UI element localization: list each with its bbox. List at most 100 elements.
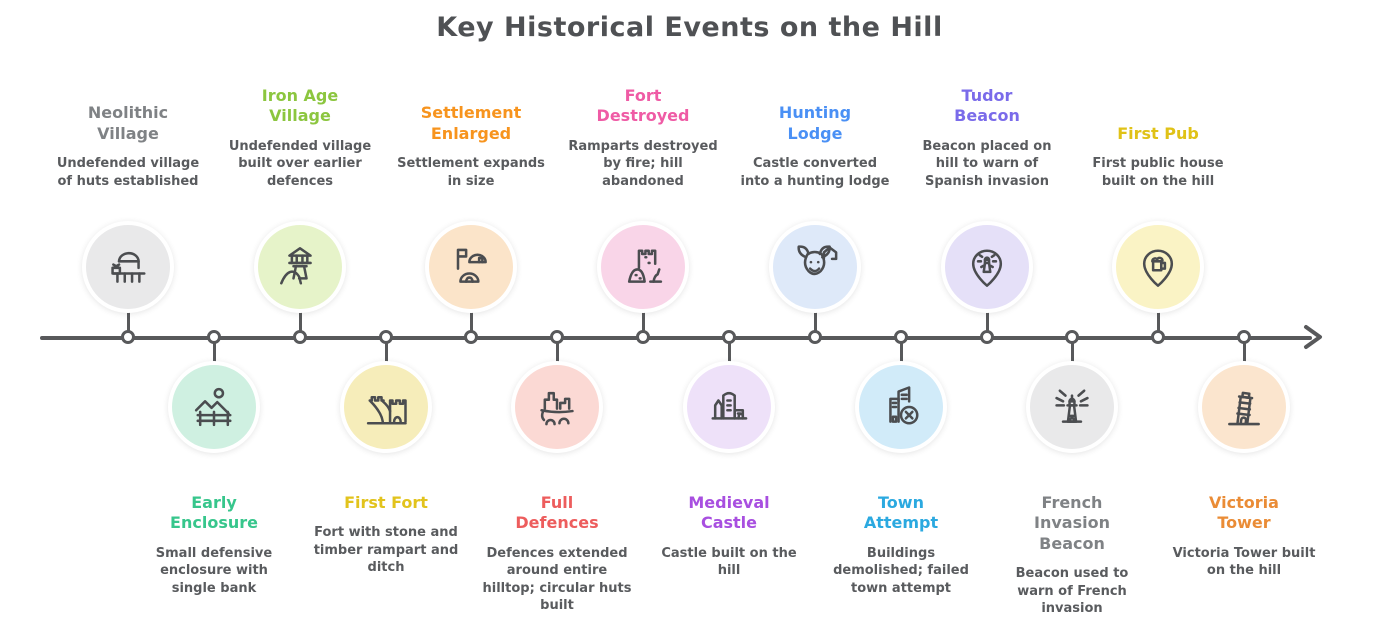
- event-description: Castle built on the hill: [661, 545, 797, 579]
- event-description: Beacon used to warn of French invasion: [1015, 566, 1129, 617]
- event-label-french-invasion-beacon: French Invasion Beacon Beacon used to wa…: [984, 493, 1160, 618]
- connector: [641, 310, 645, 338]
- event-label-tudor-beacon: Tudor Beacon Beacon placed on hill to wa…: [899, 56, 1075, 190]
- event-label-iron-age-village: Iron Age Village Undefended village buil…: [212, 56, 388, 190]
- connector: [899, 338, 903, 364]
- timeline-dot: [980, 330, 994, 344]
- event-description: Beacon placed on hill to warn of Spanish…: [922, 138, 1052, 189]
- event-circle-full-defences: [511, 361, 603, 453]
- event-description: Undefended village built over earlier de…: [228, 138, 372, 189]
- connector: [1156, 310, 1160, 338]
- ruined-fort-icon: [627, 249, 663, 283]
- event-label-medieval-castle: Medieval Castle Castle built on the hill: [641, 493, 817, 580]
- timeline-dot: [636, 330, 650, 344]
- event-circle-neolithic-village: [82, 221, 174, 313]
- timeline-arrowhead-icon: [1304, 325, 1322, 349]
- event-title: Hunting Lodge: [778, 103, 852, 143]
- event-title: Tudor Beacon: [954, 85, 1020, 126]
- event-label-full-defences: Full Defences Defences extended around e…: [469, 493, 645, 615]
- event-title: Medieval Castle: [688, 493, 770, 533]
- medieval-castle-icon: [711, 391, 748, 420]
- connector: [1070, 338, 1074, 364]
- timeline-dot: [894, 330, 908, 344]
- event-label-first-pub: First Pub First public house built on th…: [1070, 56, 1246, 190]
- connector: [813, 310, 817, 338]
- connector: [384, 338, 388, 364]
- timeline-dot: [550, 330, 564, 344]
- page-title: Key Historical Events on the Hill: [436, 12, 943, 43]
- event-description: Fort with stone and timber rampart and d…: [313, 525, 459, 576]
- event-circle-tudor-beacon: [941, 221, 1033, 313]
- event-description: Castle converted into a hunting lodge: [740, 156, 890, 189]
- event-label-neolithic-village: Neolithic Village Undefended village of …: [40, 56, 216, 190]
- event-circle-fort-destroyed: [597, 221, 689, 313]
- connector: [469, 310, 473, 338]
- event-description: Settlement expands in size: [397, 156, 545, 189]
- event-title: Iron Age Village: [261, 85, 339, 126]
- neolithic-hut-icon: [111, 251, 146, 283]
- timeline-dot: [1151, 330, 1165, 344]
- event-title: Settlement Enlarged: [420, 103, 522, 143]
- timeline-dot: [207, 330, 221, 344]
- event-description: Defences extended around entire hilltop;…: [482, 545, 632, 614]
- event-label-fort-destroyed: Fort Destroyed Ramparts destroyed by fir…: [555, 56, 731, 190]
- event-circle-french-invasion-beacon: [1026, 361, 1118, 453]
- timeline-dot: [379, 330, 393, 344]
- event-title: Full Defences: [515, 493, 599, 533]
- lighthouse-beacon-icon: [1055, 389, 1089, 423]
- event-label-early-enclosure: Early Enclosure Small defensive enclosur…: [126, 493, 302, 597]
- leaning-tower-icon: [1228, 391, 1260, 426]
- timeline-dot: [1065, 330, 1079, 344]
- event-label-hunting-lodge: Hunting Lodge Castle converted into a hu…: [727, 56, 903, 190]
- event-title: Fort Destroyed: [596, 85, 690, 126]
- stag-and-lodge-icon: [797, 245, 838, 276]
- pub-tankard-pin-icon: [1142, 249, 1174, 287]
- failed-town-icon: [889, 386, 919, 425]
- event-circle-iron-age-village: [254, 221, 346, 313]
- event-label-town-attempt: Town Attempt Buildings demolished; faile…: [813, 493, 989, 597]
- event-title: Town Attempt: [863, 493, 939, 533]
- event-title: First Fort: [344, 493, 428, 512]
- event-label-settlement-enlarged: Settlement Enlarged Settlement expands i…: [383, 56, 559, 190]
- connector: [555, 338, 559, 364]
- timeline-dot: [1237, 330, 1251, 344]
- event-circle-first-fort: [340, 361, 432, 453]
- timeline-dot: [464, 330, 478, 344]
- settlement-huts-icon: [456, 248, 487, 283]
- event-circle-medieval-castle: [683, 361, 775, 453]
- event-circle-victoria-tower: [1198, 361, 1290, 453]
- event-title: Neolithic Village: [87, 103, 169, 143]
- timeline-dot: [121, 330, 135, 344]
- connector: [1242, 338, 1246, 364]
- event-circle-town-attempt: [855, 361, 947, 453]
- event-title: Victoria Tower: [1209, 493, 1279, 533]
- beacon-pin-icon: [971, 249, 1003, 287]
- event-description: First public house built on the hill: [1092, 156, 1224, 189]
- event-description: Small defensive enclosure with single ba…: [155, 545, 273, 596]
- event-circle-first-pub: [1112, 221, 1204, 313]
- event-label-victoria-tower: Victoria Tower Victoria Tower built on t…: [1156, 493, 1332, 580]
- connector: [985, 310, 989, 338]
- hilltop-ruins-icon: [540, 391, 574, 426]
- event-label-first-fort: First Fort Fort with stone and timber ra…: [298, 493, 474, 577]
- event-description: Undefended village of huts established: [56, 156, 200, 189]
- timeline-axis: [40, 336, 1312, 340]
- event-circle-early-enclosure: [168, 361, 260, 453]
- fenced-enclosure-icon: [194, 387, 232, 427]
- event-title: French Invasion Beacon: [1034, 493, 1110, 553]
- hilltop-tower-icon: [280, 247, 312, 285]
- fort-wall-icon: [366, 395, 407, 425]
- connector: [126, 310, 130, 338]
- timeline-dot: [293, 330, 307, 344]
- event-title: First Pub: [1117, 123, 1199, 143]
- event-circle-hunting-lodge: [769, 221, 861, 313]
- timeline-dot: [808, 330, 822, 344]
- connector: [212, 338, 216, 364]
- event-description: Buildings demolished; failed town attemp…: [833, 545, 969, 596]
- connector: [727, 338, 731, 364]
- event-circle-settlement-enlarged: [425, 221, 517, 313]
- connector: [298, 310, 302, 338]
- event-description: Ramparts destroyed by fire; hill abandon…: [568, 138, 718, 189]
- timeline-dot: [722, 330, 736, 344]
